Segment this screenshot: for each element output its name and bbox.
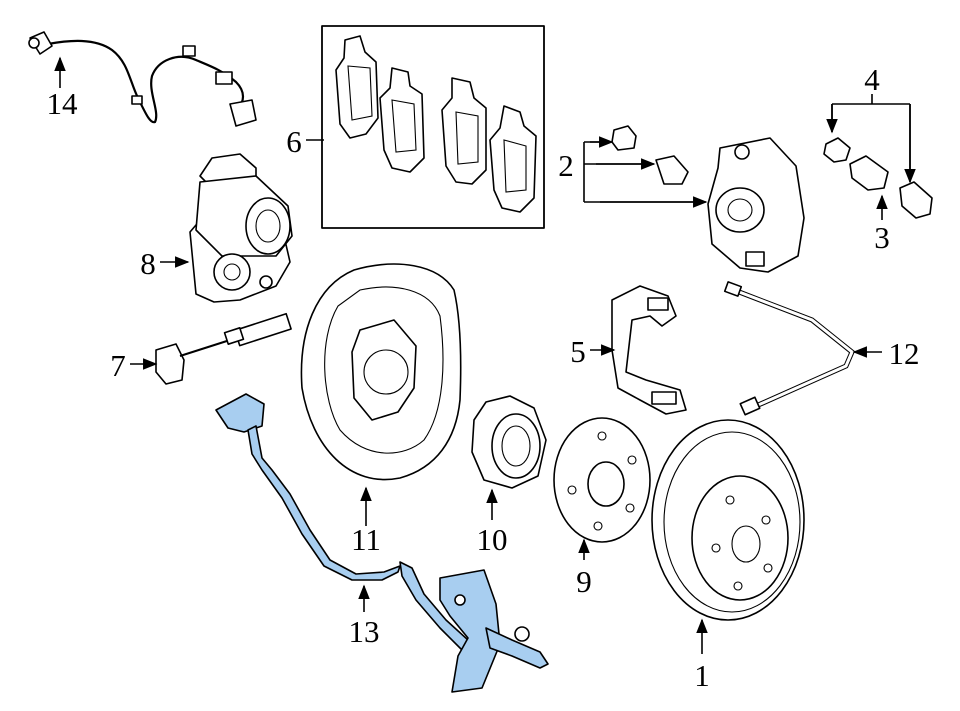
part-12-brake-hose[interactable] xyxy=(723,281,856,416)
part-1-brake-rotor[interactable] xyxy=(651,419,805,621)
part-9-wheel-hub[interactable] xyxy=(553,417,651,543)
part-7-wear-sensor[interactable] xyxy=(155,312,292,385)
callout-13: 13 xyxy=(349,614,380,649)
part-8-brake-actuator[interactable] xyxy=(189,153,293,303)
callout-9: 9 xyxy=(576,564,592,599)
callout-leaders xyxy=(54,56,916,654)
callout-3: 3 xyxy=(874,220,890,255)
part-11-dust-shield[interactable] xyxy=(300,263,462,481)
part-14-sensor-harness[interactable] xyxy=(28,31,257,127)
callout-labels: 1 2 3 4 5 6 7 8 9 10 11 12 13 14 xyxy=(47,62,920,693)
callout-1: 1 xyxy=(694,658,710,693)
callout-8: 8 xyxy=(140,246,156,281)
callout-10: 10 xyxy=(477,522,508,557)
part-10-wheel-bearing[interactable] xyxy=(471,395,547,489)
callout-5: 5 xyxy=(570,334,586,369)
callout-6: 6 xyxy=(286,124,302,159)
callout-7: 7 xyxy=(110,348,126,383)
part-3-guide-pin[interactable] xyxy=(849,155,889,191)
callout-12: 12 xyxy=(889,336,920,371)
callout-4: 4 xyxy=(864,62,880,97)
part-5-caliper-bracket[interactable] xyxy=(611,285,687,415)
callout-11: 11 xyxy=(351,522,381,557)
part-6-brake-pads[interactable] xyxy=(321,25,545,229)
part-13-abs-sensor[interactable] xyxy=(215,393,549,693)
callout-14: 14 xyxy=(47,86,79,121)
part-2-brake-caliper[interactable] xyxy=(611,125,805,273)
callout-2: 2 xyxy=(558,148,574,183)
